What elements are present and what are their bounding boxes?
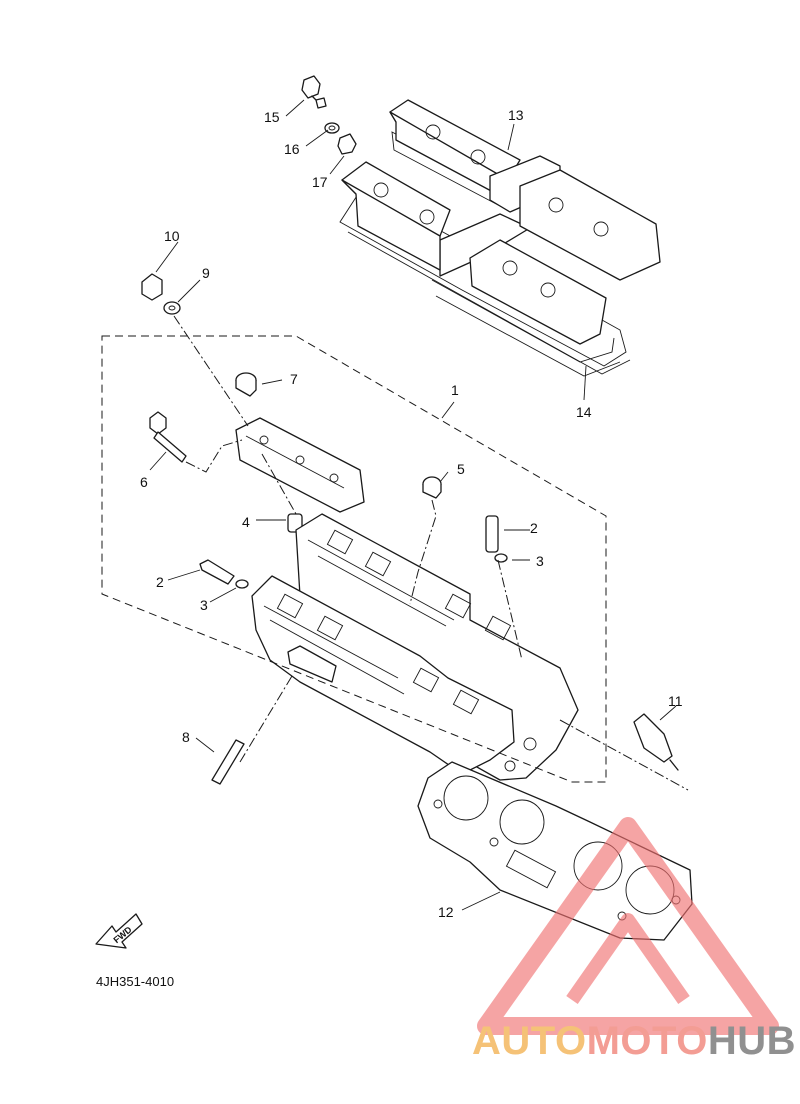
spark-plug-11 — [633, 713, 679, 771]
callout-3-rear-oring: 3 — [536, 553, 544, 569]
callout-17: 17 — [312, 174, 328, 190]
callout-8: 8 — [182, 729, 190, 745]
callout-2-rear-guide: 2 — [530, 520, 538, 536]
camshaft-cap-bridge — [235, 417, 365, 513]
callout-7: 7 — [290, 371, 298, 387]
callout-1: 1 — [451, 382, 459, 398]
callout-16: 16 — [284, 141, 300, 157]
head-gasket-12 — [417, 761, 693, 941]
plugs-7-5 — [235, 372, 442, 499]
watermark-text-moto: MOTO — [587, 1019, 708, 1063]
dowels-guides-orings — [199, 513, 508, 589]
watermark-text-hub: HUB — [708, 1019, 796, 1063]
callout-5: 5 — [457, 461, 465, 477]
callout-2-front-guide: 2 — [156, 574, 164, 590]
callout-11: 11 — [668, 693, 683, 709]
assembly-guide-lines — [173, 315, 689, 791]
diagram-part-code: 4JH351-4010 — [96, 974, 174, 989]
bolt-6 — [149, 411, 187, 463]
cylinder-head-assembly — [251, 513, 579, 781]
valve-cover-assembly — [339, 99, 661, 377]
callout-4: 4 — [242, 514, 250, 530]
forward-direction-arrow-icon: FWD — [95, 913, 143, 949]
cover-bolt-set — [301, 75, 357, 155]
callout-leader-lines — [149, 99, 677, 911]
callout-9: 9 — [202, 265, 210, 281]
watermark-text-auto: AUTO — [472, 1019, 587, 1063]
svg-text:AUTOMOTOHUB: AUTOMOTOHUB — [472, 1019, 796, 1063]
callout-15: 15 — [264, 109, 280, 125]
callout-12: 12 — [438, 904, 454, 920]
watermark-triangle-icon — [477, 817, 779, 1035]
assembly-boundary-outline — [101, 335, 607, 783]
callout-6: 6 — [140, 474, 148, 490]
bolt-10-washer-9 — [141, 273, 181, 315]
callout-10: 10 — [164, 228, 180, 244]
callout-3-front-oring: 3 — [200, 597, 208, 613]
callout-13: 13 — [508, 107, 524, 123]
stud-bolt-8 — [211, 739, 245, 785]
callout-14: 14 — [576, 404, 592, 420]
automotohub-watermark-logo: AUTOMOTOHUB — [472, 817, 796, 1063]
